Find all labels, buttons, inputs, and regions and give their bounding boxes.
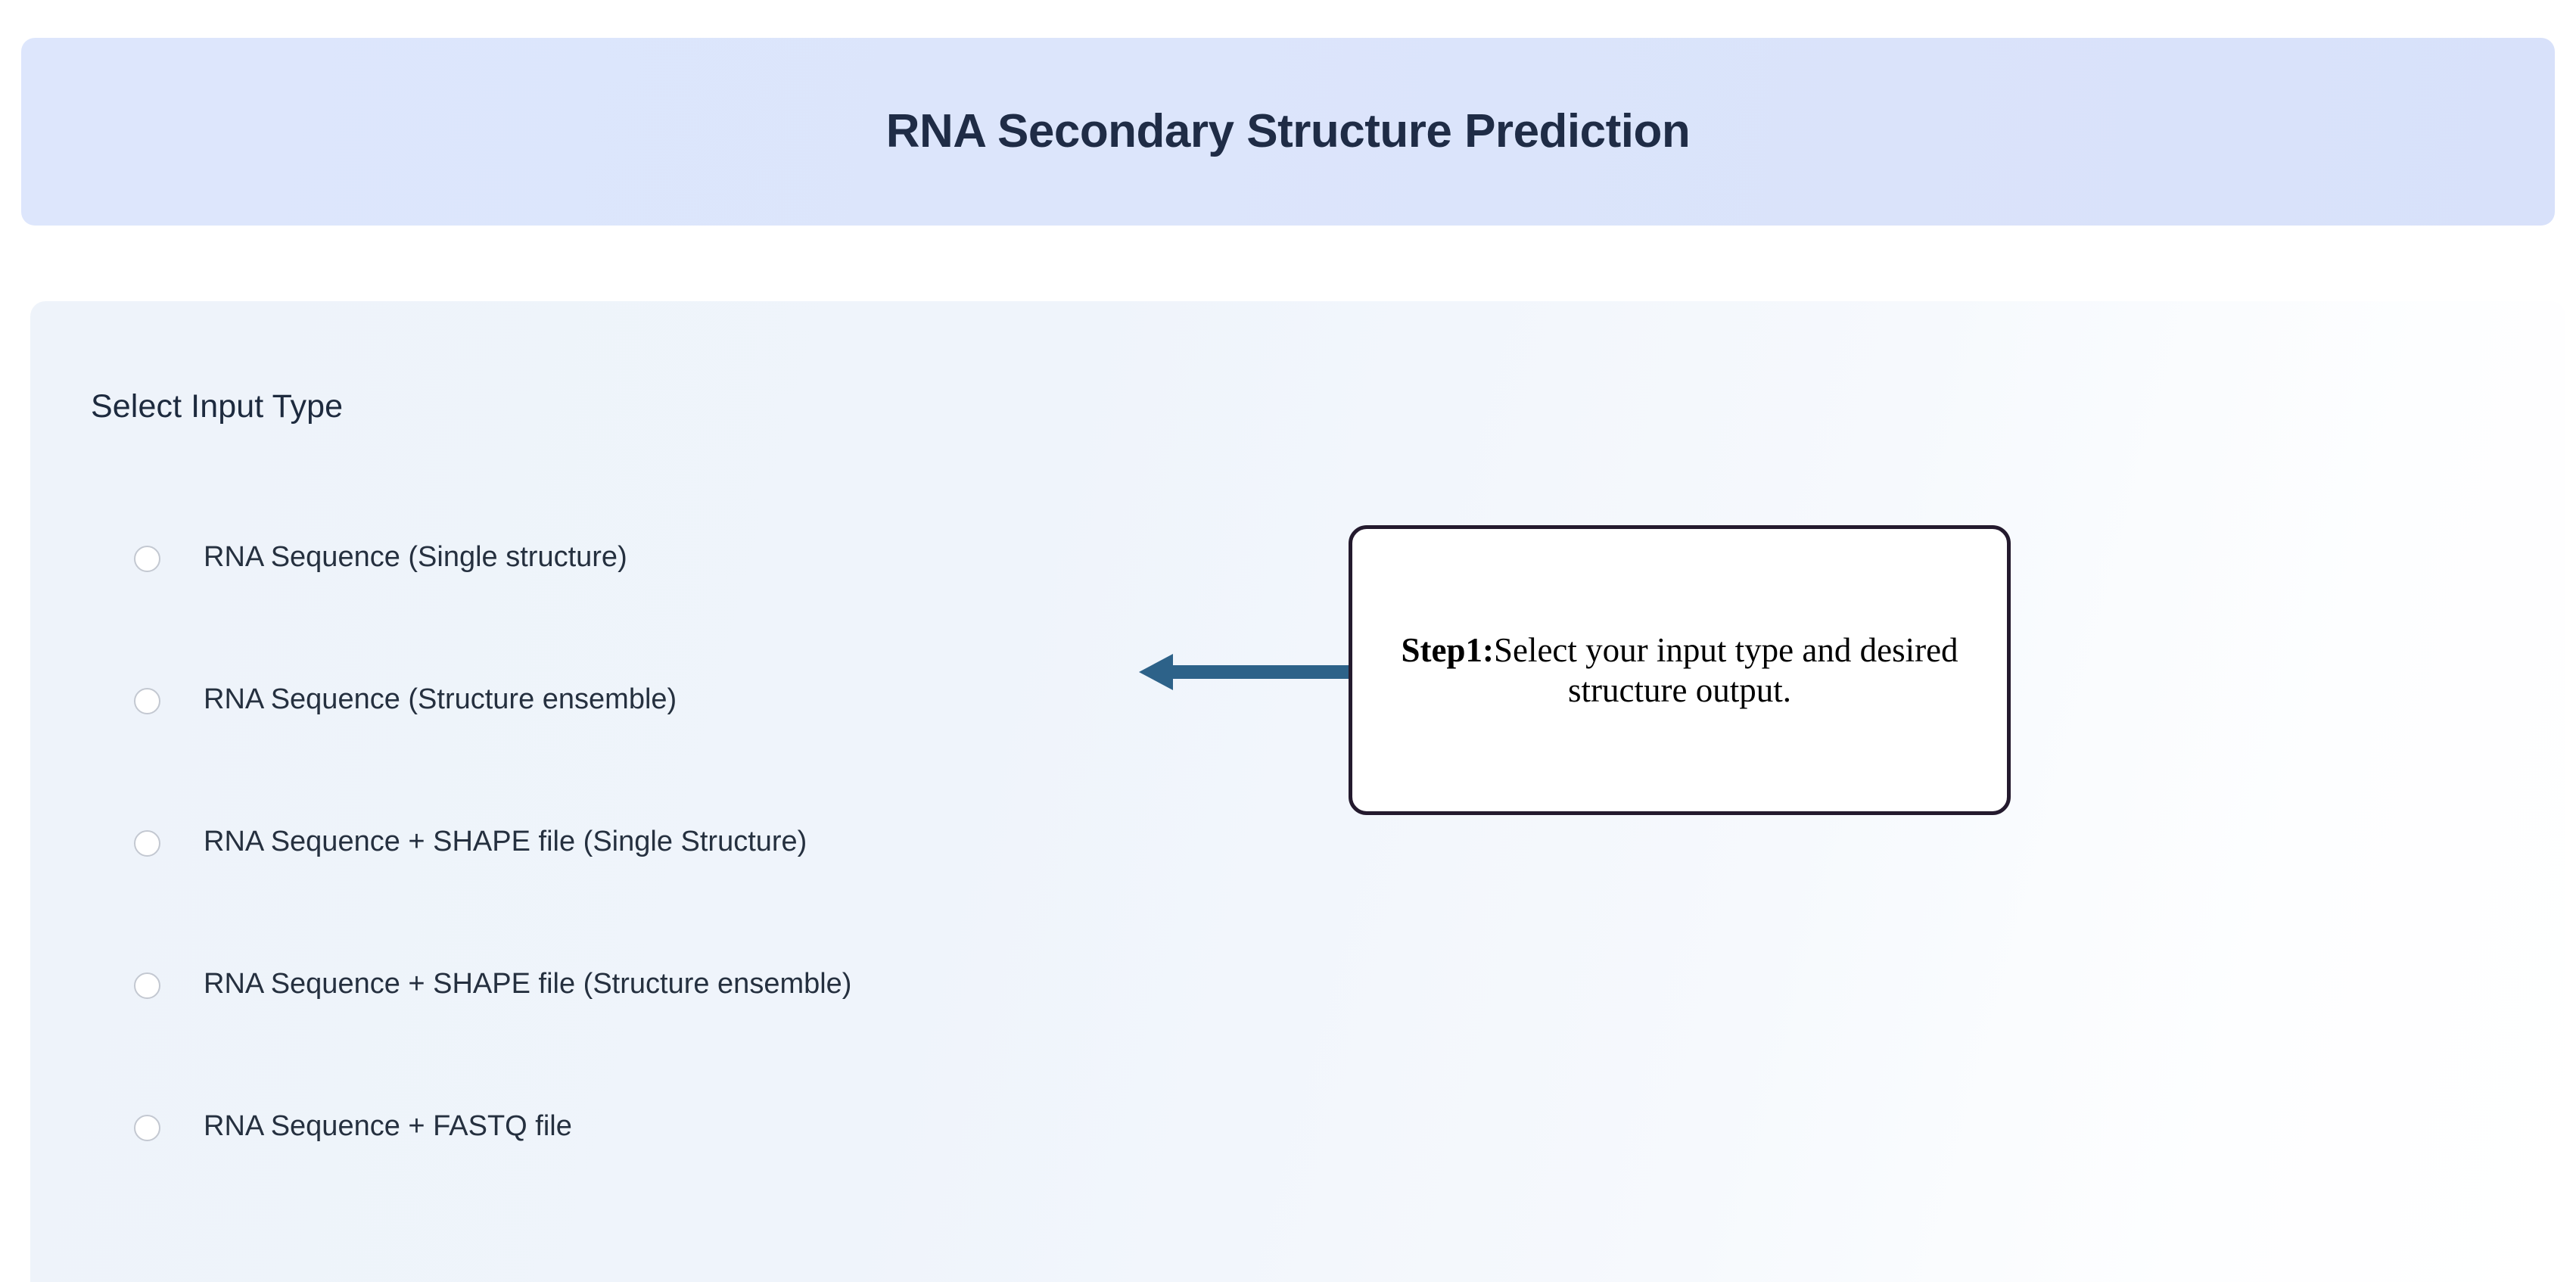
radio-circle-icon[interactable] <box>134 1115 160 1141</box>
radio-option-rna-fastq[interactable]: RNA Sequence + FASTQ file <box>91 1109 1226 1251</box>
input-type-radio-group[interactable]: RNA Sequence (Single structure) RNA Sequ… <box>91 540 1226 1251</box>
section-heading-select-input-type: Select Input Type <box>91 388 344 425</box>
page-title: RNA Secondary Structure Prediction <box>885 104 1691 157</box>
radio-circle-icon[interactable] <box>134 972 160 999</box>
annotation-body-text: Select your input type and desired struc… <box>1493 631 1958 709</box>
annotation-callout-text: Step1:Select your input type and desired… <box>1352 630 2007 709</box>
annotation-step-label: Step1: <box>1401 631 1494 670</box>
radio-option-label: RNA Sequence + FASTQ file <box>204 1110 572 1142</box>
radio-circle-icon[interactable] <box>134 830 160 857</box>
radio-option-rna-sequence-single[interactable]: RNA Sequence (Single structure) <box>91 540 1226 682</box>
page-header-banner: RNA Secondary Structure Prediction <box>21 38 2555 226</box>
radio-option-label: RNA Sequence + SHAPE file (Single Struct… <box>204 826 807 857</box>
radio-option-rna-shape-single[interactable]: RNA Sequence + SHAPE file (Single Struct… <box>91 824 1226 966</box>
arrow-shaft <box>1171 665 1358 679</box>
radio-option-label: RNA Sequence (Structure ensemble) <box>204 683 677 715</box>
radio-circle-icon[interactable] <box>134 546 160 572</box>
annotation-callout-step1: Step1:Select your input type and desired… <box>1349 525 2011 815</box>
annotation-arrow-icon <box>1139 654 1358 690</box>
arrow-head <box>1139 654 1173 690</box>
radio-option-label: RNA Sequence + SHAPE file (Structure ens… <box>204 968 852 1000</box>
radio-option-rna-shape-ensemble[interactable]: RNA Sequence + SHAPE file (Structure ens… <box>91 966 1226 1109</box>
radio-circle-icon[interactable] <box>134 688 160 714</box>
radio-option-label: RNA Sequence (Single structure) <box>204 541 627 573</box>
radio-option-rna-sequence-ensemble[interactable]: RNA Sequence (Structure ensemble) <box>91 682 1226 824</box>
input-selection-card: Select Input Type RNA Sequence (Single s… <box>30 301 2565 1282</box>
